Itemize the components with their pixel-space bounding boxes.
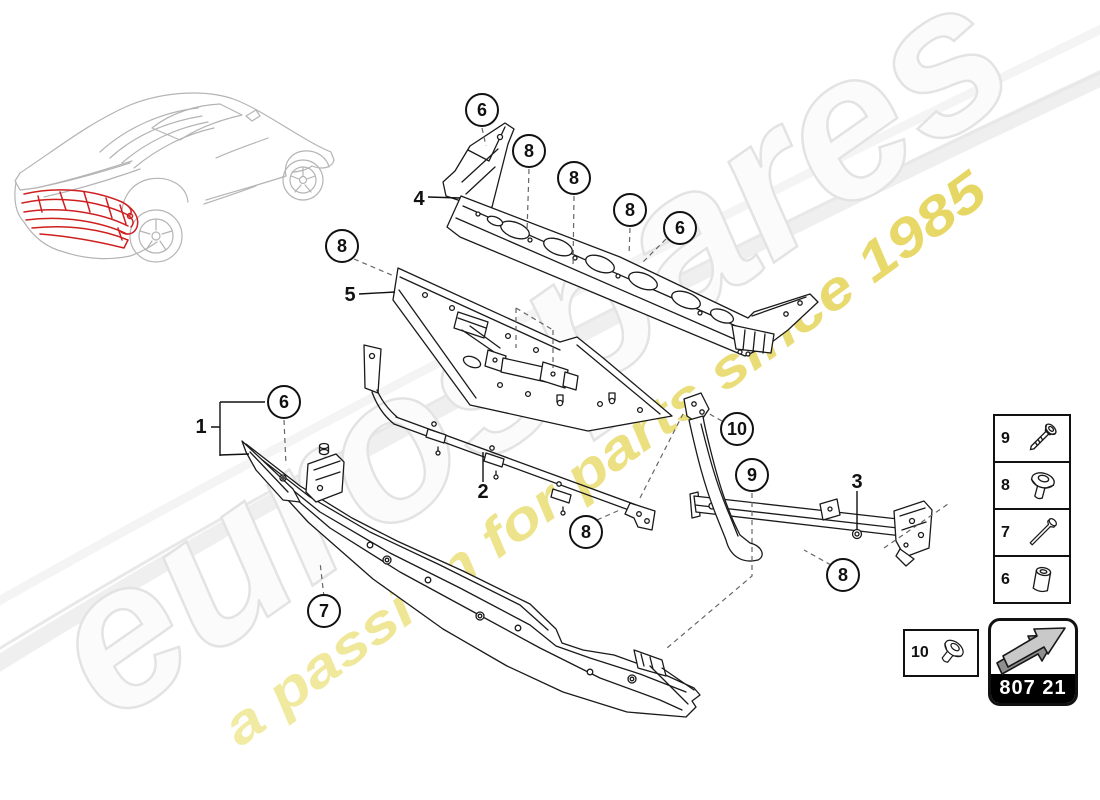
callout-8-bracket[interactable]: 8 bbox=[826, 558, 860, 592]
callout-8-c[interactable]: 8 bbox=[613, 193, 647, 227]
dashed-reference-lines bbox=[283, 127, 949, 649]
callout-6-top-left[interactable]: 6 bbox=[465, 93, 499, 127]
vehicle-thumbnail bbox=[14, 92, 335, 263]
part-label-1: 1 bbox=[195, 416, 207, 438]
callout-6-top-right[interactable]: 6 bbox=[663, 211, 697, 245]
part-4-upper-crossmember bbox=[442, 122, 819, 357]
callout-8-rear-view[interactable]: 8 bbox=[325, 229, 359, 263]
part-5-lower-crossmember bbox=[392, 267, 673, 432]
flange-head-screw-icon bbox=[941, 639, 964, 663]
part-label-3: 3 bbox=[851, 471, 863, 493]
part-3-side-support-bracket bbox=[683, 392, 933, 567]
part-label-2: 2 bbox=[477, 481, 489, 503]
callout-10[interactable]: 10 bbox=[720, 412, 754, 446]
legend-item-10[interactable]: 10 bbox=[903, 629, 979, 677]
flange-head-screw-icon bbox=[1030, 471, 1055, 499]
fastener-legend: 9 8 bbox=[993, 414, 1071, 604]
legend-item-6[interactable]: 6 bbox=[995, 557, 1069, 602]
section-arrow-icon bbox=[996, 627, 1066, 675]
legend-item-8[interactable]: 8 bbox=[995, 463, 1069, 510]
part-2-stabiliser-bar bbox=[363, 344, 656, 531]
callout-8-a[interactable]: 8 bbox=[512, 134, 546, 168]
long-bolt-icon bbox=[1029, 517, 1057, 545]
callout-8-bar-end[interactable]: 8 bbox=[569, 515, 603, 549]
leader-lines bbox=[211, 196, 858, 530]
callout-7[interactable]: 7 bbox=[307, 594, 341, 628]
section-code-box[interactable]: 807 21 bbox=[988, 618, 1078, 706]
part-label-5: 5 bbox=[344, 284, 356, 306]
callout-6-beam[interactable]: 6 bbox=[267, 385, 301, 419]
legend-item-9[interactable]: 9 bbox=[995, 416, 1069, 463]
legend-item-7[interactable]: 7 bbox=[995, 510, 1069, 557]
part-label-4: 4 bbox=[413, 188, 425, 210]
countersunk-screw-icon bbox=[1029, 422, 1057, 450]
section-code: 807 21 bbox=[991, 674, 1075, 703]
callout-8-b[interactable]: 8 bbox=[557, 161, 591, 195]
spacer-sleeve-icon bbox=[1032, 566, 1052, 592]
part-1-bumper-carrier-beam bbox=[241, 440, 701, 718]
vehicle-highlighted-part bbox=[21, 189, 139, 249]
callout-9[interactable]: 9 bbox=[735, 458, 769, 492]
